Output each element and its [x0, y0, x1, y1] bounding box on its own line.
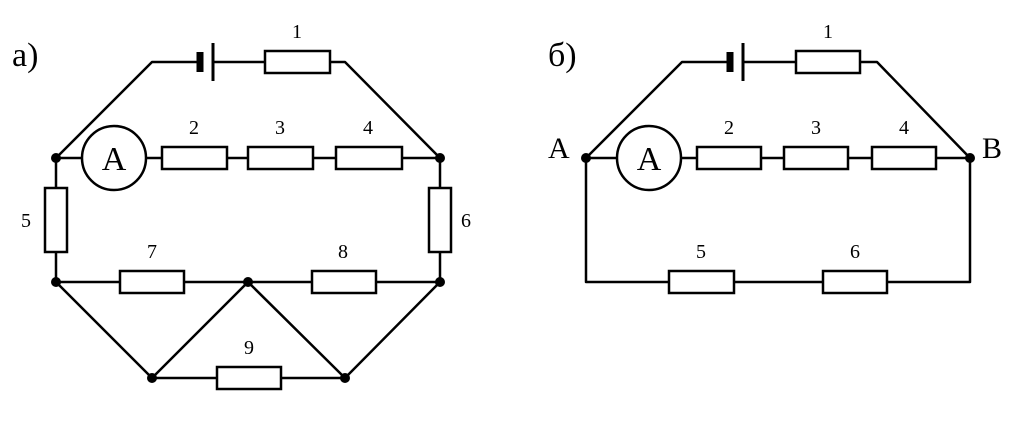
resistor-a-7-label: 7	[147, 241, 157, 263]
panel-b-label: б)	[548, 37, 577, 74]
wire-b-top	[584, 60, 972, 160]
resistor-a-9	[215, 365, 283, 391]
resistor-b-4	[870, 145, 938, 171]
resistor-b-1-label: 1	[823, 21, 833, 43]
resistor-a-4	[334, 145, 404, 171]
wire-b-lower	[584, 156, 972, 284]
node-b-label-left: A	[548, 132, 570, 165]
node-a-right-top	[435, 153, 445, 163]
wire-a-lower	[54, 280, 442, 380]
ammeter-a-label: A	[102, 141, 127, 178]
resistor-b-6	[821, 269, 889, 295]
resistor-a-5	[43, 186, 69, 254]
node-b-A	[581, 153, 591, 163]
circuit-b: б) A B A 1 2 3 4 5 6	[548, 21, 1002, 295]
resistor-a-3-label: 3	[275, 117, 285, 139]
ammeter-b	[615, 124, 683, 192]
node-a-center	[243, 277, 253, 287]
node-a-bottom-right	[340, 373, 350, 383]
node-a-right-mid	[435, 277, 445, 287]
resistor-b-2-label: 2	[724, 117, 734, 139]
resistor-a-7	[118, 269, 186, 295]
panel-a-label: а)	[12, 37, 38, 74]
ammeter-b-label: A	[637, 141, 662, 178]
resistor-a-6	[427, 186, 453, 254]
resistor-a-8	[310, 269, 378, 295]
resistor-a-9-label: 9	[244, 337, 254, 359]
resistor-a-2	[160, 145, 229, 171]
resistor-a-8-label: 8	[338, 241, 348, 263]
node-a-left-mid	[51, 277, 61, 287]
resistor-a-1-label: 1	[292, 21, 302, 43]
resistor-a-6-label: 6	[461, 210, 471, 232]
resistor-b-3	[782, 145, 850, 171]
node-b-label-right: B	[982, 132, 1002, 165]
resistor-b-1	[794, 49, 862, 75]
ammeter-a	[80, 124, 148, 192]
node-b-B	[965, 153, 975, 163]
node-a-bottom-left	[147, 373, 157, 383]
resistor-a-3	[246, 145, 315, 171]
circuit-a: а) A 1 2 3 4 5 6 7 8 9	[12, 21, 471, 391]
node-a-left-top	[51, 153, 61, 163]
resistor-a-2-label: 2	[189, 117, 199, 139]
resistor-b-3-label: 3	[811, 117, 821, 139]
resistor-b-2	[695, 145, 763, 171]
resistor-b-6-label: 6	[850, 241, 860, 263]
resistor-a-1	[263, 49, 332, 75]
resistor-b-4-label: 4	[899, 117, 909, 139]
resistor-b-5-label: 5	[696, 241, 706, 263]
resistor-a-4-label: 4	[363, 117, 373, 139]
resistor-a-5-label: 5	[21, 210, 31, 232]
resistor-b-5	[667, 269, 736, 295]
wire-a-top	[54, 60, 442, 160]
